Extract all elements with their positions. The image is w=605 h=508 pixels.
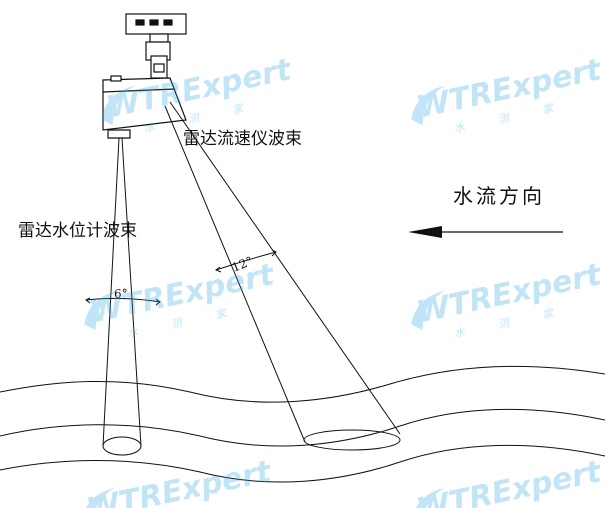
watermark-brand: WTRExpert [413, 52, 605, 126]
flow-arrow [408, 226, 563, 238]
speed-beam-footprint [303, 429, 401, 451]
svg-text:水: 水 [143, 120, 157, 135]
water-waves [0, 365, 605, 483]
svg-text:家: 家 [541, 101, 556, 116]
level-antenna [107, 129, 131, 139]
watermark: WTRExpert 水 测 家 [411, 52, 605, 135]
wave-line [0, 444, 605, 483]
svg-text:家: 家 [541, 306, 556, 321]
watermark-brand: WTRExpert [103, 52, 295, 126]
watermark-brand: WTRExpert [413, 257, 605, 331]
svg-text:家: 家 [214, 306, 229, 321]
svg-text:水: 水 [453, 120, 467, 135]
wave-logo-icon [101, 85, 135, 126]
watermark-brand: WTRExpert [413, 454, 605, 508]
svg-text:水: 水 [126, 325, 140, 340]
svg-text:测: 测 [497, 316, 512, 331]
wave-logo-icon [411, 290, 445, 331]
wave-logo-icon [411, 85, 445, 126]
watermark: WTRExpert 水 测 家 [411, 257, 605, 340]
mount-stem [149, 33, 169, 43]
mounting-bracket [125, 13, 187, 79]
angle-markers [85, 249, 277, 306]
svg-text:水: 水 [453, 325, 467, 340]
radar-sensor-housing [102, 75, 187, 139]
angle-label-small: 6° [114, 287, 128, 301]
svg-text:测: 测 [497, 111, 512, 126]
radar-level-beam-label: 雷达水位计波束 [18, 221, 137, 241]
watermark: WTRExpert [411, 454, 605, 508]
watermark-brand: WTRExpert [86, 257, 278, 331]
wave-line [0, 365, 605, 403]
arrow-head-icon [408, 226, 442, 238]
speed-beam [164, 101, 401, 451]
wave-logo-icon [84, 290, 118, 331]
radar-speed-beam-label: 雷达流速仪波束 [183, 129, 302, 149]
svg-text:家: 家 [231, 101, 246, 116]
level-beam-footprint [102, 436, 142, 456]
wave-line [0, 408, 605, 447]
watermark-brand: WTRExpert [83, 454, 275, 508]
level-beam [102, 137, 142, 456]
flow-direction-label: 水流方向 [453, 184, 545, 208]
svg-text:测: 测 [170, 316, 185, 331]
watermark: WTRExpert [81, 454, 276, 508]
